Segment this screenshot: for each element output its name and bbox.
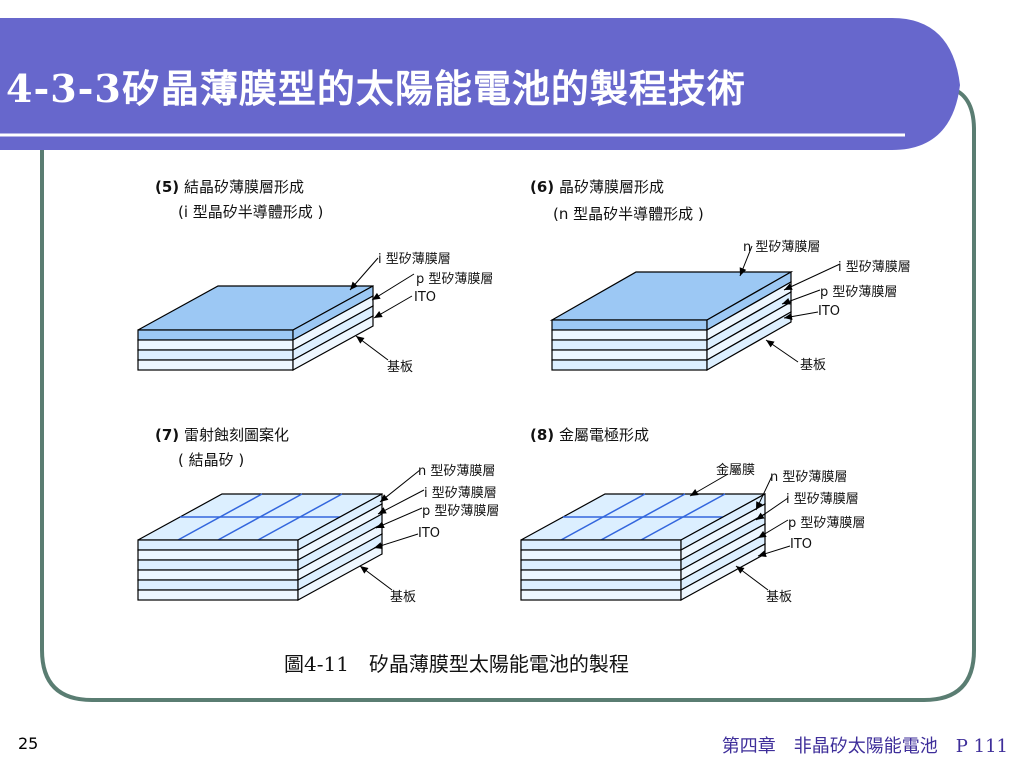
step8-heading: (8) 金屬電極形成 <box>530 424 649 445</box>
step6-number: (6) <box>530 178 555 196</box>
step7-title: 雷射蝕刻圖案化 <box>183 426 289 444</box>
step6-label-p: p 型矽薄膜層 <box>820 285 898 300</box>
step6-heading: (6) 晶矽薄膜層形成 <box>530 176 664 197</box>
step6-label-ito: ITO <box>818 304 841 319</box>
step8-label-p: p 型矽薄膜層 <box>788 516 866 531</box>
step7-layer-front <box>137 559 299 571</box>
step7-layer-front <box>137 579 299 591</box>
step8-layer-front <box>520 579 682 591</box>
step7-label-i: i 型矽薄膜層 <box>424 486 497 501</box>
step8-arrowhead <box>756 512 765 520</box>
step8-arrowhead <box>758 550 767 557</box>
title-banner <box>0 18 960 150</box>
step8-label-n: n 型矽薄膜層 <box>770 470 848 485</box>
step7-arrowhead <box>378 507 387 514</box>
step6-arrowhead <box>766 340 775 348</box>
slide-number: 25 <box>18 734 39 753</box>
step8-arrowhead <box>758 530 767 538</box>
step6-arrowhead <box>739 267 747 276</box>
step7-leader-line <box>379 469 421 503</box>
step6-label-i: i 型矽薄膜層 <box>838 260 911 275</box>
step7-label-p: p 型矽薄膜層 <box>422 504 500 519</box>
step6-layer-front <box>551 349 708 361</box>
step7-label-substrate: 基板 <box>390 590 417 605</box>
step8-title: 金屬電極形成 <box>558 426 649 444</box>
step5-arrowhead <box>350 281 358 290</box>
step8-label-metal: 金屬膜 <box>716 463 756 478</box>
step5-label-ito: ITO <box>414 290 437 305</box>
step5-label-i: i 型矽薄膜層 <box>378 252 451 267</box>
step8-arrowhead <box>690 488 699 496</box>
step8-number: (8) <box>530 426 555 444</box>
step7-subtitle: ( 結晶矽 ) <box>178 451 245 469</box>
step8-arrowhead <box>736 566 745 574</box>
step8-layer-front <box>520 549 682 561</box>
step7-layer-front <box>137 569 299 581</box>
step6-label-n: n 型矽薄膜層 <box>743 240 821 255</box>
step8-label-substrate: 基板 <box>766 590 793 605</box>
step5-title: 結晶矽薄膜層形成 <box>183 178 304 196</box>
step5-subtitle: (i 型晶矽半導體形成 ) <box>178 203 324 221</box>
step5-layer-front <box>137 339 294 351</box>
step7-layer-front <box>137 549 299 561</box>
step5-layer-front <box>137 359 294 371</box>
step5-layer-front <box>137 329 294 341</box>
step6-title: 晶矽薄膜層形成 <box>558 178 664 196</box>
step7-arrowhead <box>360 566 369 574</box>
step7-layer-front <box>137 539 299 551</box>
step6-arrowhead <box>782 297 791 305</box>
step7-leader-line <box>375 507 423 529</box>
step8-layer-front <box>520 559 682 571</box>
step5-number: (5) <box>155 178 180 196</box>
step7-label-n: n 型矽薄膜層 <box>418 464 496 479</box>
step7-layer-side <box>297 542 383 602</box>
step6-layer-front <box>551 339 708 351</box>
process-diagrams <box>137 245 841 602</box>
step7-label-ito: ITO <box>418 526 441 541</box>
step8-label-i: i 型矽薄膜層 <box>786 492 859 507</box>
frame-border <box>40 86 976 702</box>
step5-layer-front <box>137 349 294 361</box>
step7-arrowhead <box>380 494 389 502</box>
step7-heading: (7) 雷射蝕刻圖案化 <box>155 424 289 445</box>
step6-layer-front <box>551 359 708 371</box>
step5-heading: (5) 結晶矽薄膜層形成 <box>155 176 304 197</box>
step6-layer-front <box>551 329 708 341</box>
step7-layer-front <box>137 589 299 601</box>
chapter-footer: 第四章 非晶矽太陽能電池 P 111 <box>721 736 1008 757</box>
step8-arrowhead <box>756 501 763 510</box>
step6-arrowhead <box>784 313 793 321</box>
figure-caption: 圖4-11 矽晶薄膜型太陽能電池的製程 <box>284 652 629 676</box>
slide-title: 4-3-3矽晶薄膜型的太陽能電池的製程技術 <box>6 66 746 111</box>
step6-leader-line <box>783 263 841 291</box>
step8-layer-front <box>520 589 682 601</box>
step7-leader-line <box>377 489 425 515</box>
step5-layer-side <box>292 314 374 372</box>
step8-layer-front <box>520 539 682 551</box>
step5-leader-line <box>371 273 415 301</box>
step6-subtitle: (n 型晶矽半導體形成 ) <box>553 205 704 223</box>
step5-label-p: p 型矽薄膜層 <box>416 272 494 287</box>
step5-arrowhead <box>372 292 381 300</box>
step7-arrowhead <box>376 521 385 529</box>
step7-arrowhead <box>374 542 383 549</box>
step6-layer-front <box>551 319 708 331</box>
step8-layer-front <box>520 569 682 581</box>
step8-label-ito: ITO <box>790 537 813 552</box>
step5-arrowhead <box>374 310 383 318</box>
step6-arrowhead <box>784 283 793 290</box>
step6-label-substrate: 基板 <box>800 358 827 373</box>
step5-arrowhead <box>356 336 365 344</box>
step7-number: (7) <box>155 426 180 444</box>
step6-layer-side <box>706 310 792 372</box>
step5-label-substrate: 基板 <box>387 360 414 375</box>
